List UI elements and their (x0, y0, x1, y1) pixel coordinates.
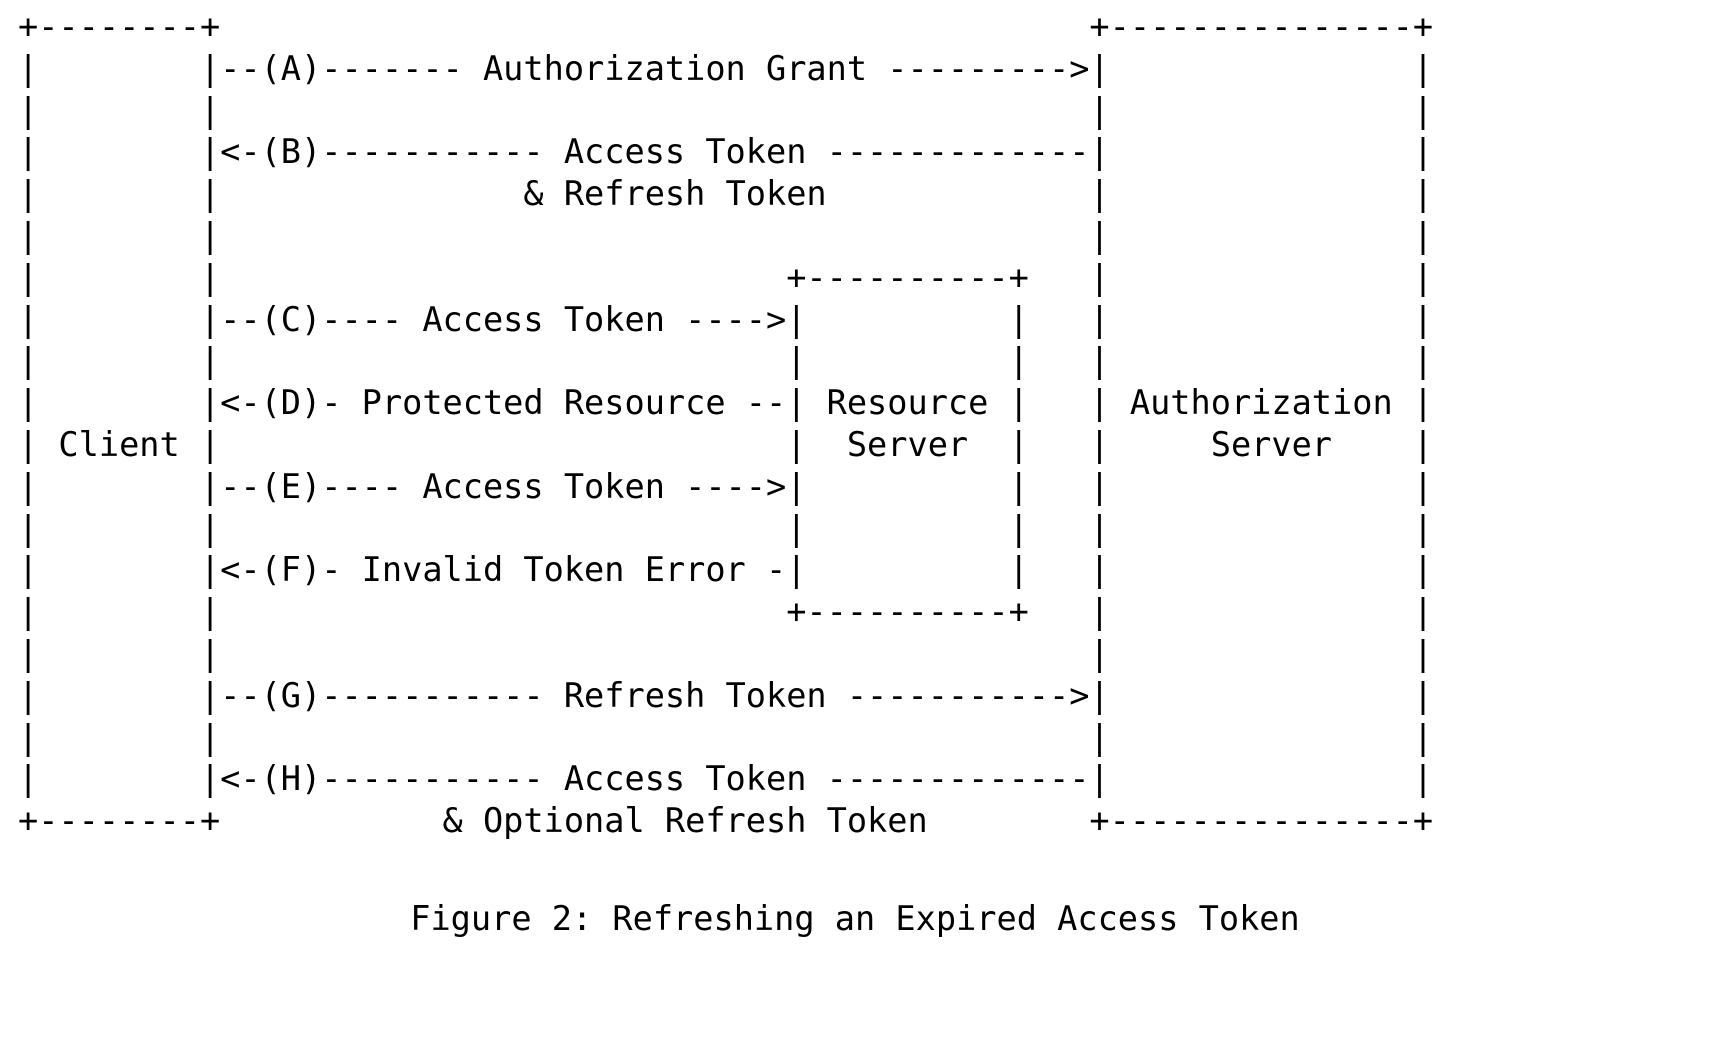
figure-caption: Figure 2: Refreshing an Expired Access T… (410, 899, 1300, 938)
ascii-sequence-diagram: +--------+ +---------------+ | |--(A)---… (18, 7, 1434, 841)
